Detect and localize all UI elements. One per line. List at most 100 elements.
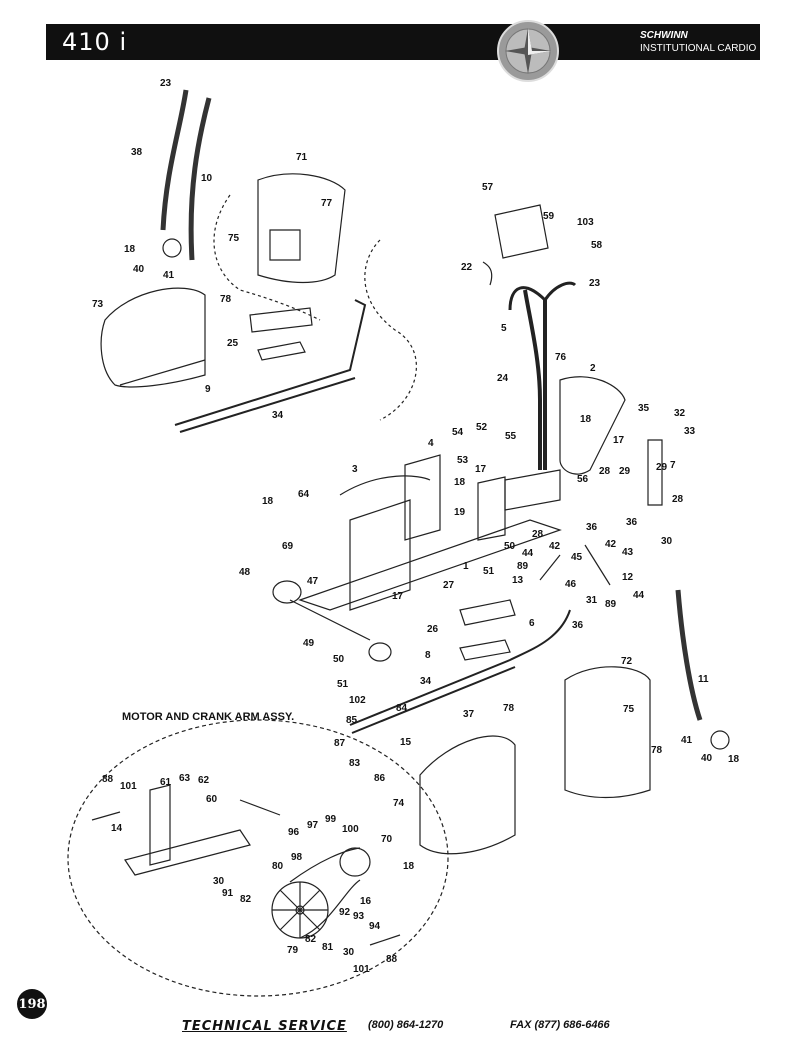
part-callout-18: 18 [403, 861, 415, 872]
brand-block: SCHWINN INSTITUTIONAL CARDIO [640, 29, 756, 55]
part-callout-78: 78 [220, 294, 232, 305]
part-callout-17: 17 [613, 435, 625, 446]
part-callout-71: 71 [296, 152, 308, 163]
part-callout-74: 74 [393, 798, 405, 809]
part-callout-88: 88 [386, 954, 398, 965]
part-callout-36: 36 [626, 517, 638, 528]
handlebar-left-10 [188, 97, 212, 261]
part-callout-79: 79 [287, 945, 299, 956]
part-callout-77: 77 [321, 198, 333, 209]
rail-3 [339, 475, 431, 496]
part-callout-9: 9 [205, 384, 211, 395]
part-callout-18: 18 [124, 244, 136, 255]
part-callout-92: 92 [339, 907, 351, 918]
part-callout-78: 78 [651, 745, 663, 756]
part-callout-4: 4 [428, 438, 434, 449]
part-callout-8: 8 [425, 650, 431, 661]
pedal-26 [459, 599, 516, 626]
part-callout-91: 91 [222, 888, 234, 899]
part-callout-82: 82 [240, 894, 252, 905]
part-callout-38: 38 [131, 147, 143, 158]
part-callout-36: 36 [572, 620, 584, 631]
part-callout-97: 97 [307, 820, 319, 831]
footer-service-label: TECHNICAL SERVICE [182, 1019, 347, 1034]
part-callout-25: 25 [227, 338, 239, 349]
stem-5 [523, 289, 542, 470]
part-callout-75: 75 [228, 233, 240, 244]
footer-phone: (800) 864-1270 [368, 1019, 444, 1031]
part-callout-76: 76 [555, 352, 567, 363]
part-callout-64: 64 [298, 489, 310, 500]
part-callout-28: 28 [532, 529, 544, 540]
part-callout-36: 36 [586, 522, 598, 533]
part-callout-18: 18 [454, 477, 466, 488]
handlebar-left-38 [160, 89, 189, 231]
part-callout-62: 62 [198, 775, 210, 786]
part-callout-3: 3 [352, 464, 358, 475]
part-callout-56: 56 [577, 474, 589, 485]
pedal-25 [249, 307, 313, 333]
brand-division: INSTITUTIONAL CARDIO [640, 43, 757, 54]
brand-name: SCHWINN [640, 30, 688, 41]
part-callout-17: 17 [475, 464, 487, 475]
part-callout-16: 16 [360, 896, 372, 907]
part-callout-43: 43 [622, 547, 634, 558]
part-callout-22: 22 [461, 262, 473, 273]
header-bar [46, 24, 760, 60]
part-callout-45: 45 [571, 552, 583, 563]
part-callout-78: 78 [503, 703, 515, 714]
part-callout-101: 101 [353, 964, 370, 975]
part-callout-81: 81 [322, 942, 334, 953]
part-callout-100: 100 [342, 824, 359, 835]
part-callout-6: 6 [529, 618, 535, 629]
cover-72 [564, 666, 651, 799]
part-callout-18: 18 [580, 414, 592, 425]
arm-9 [174, 299, 367, 426]
arm-6 [349, 609, 571, 726]
part-callout-23: 23 [589, 278, 601, 289]
part-callout-7: 7 [670, 460, 676, 471]
part-callout-94: 94 [369, 921, 381, 932]
footer-fax: FAX (877) 686-6466 [510, 1019, 610, 1031]
part-callout-40: 40 [701, 753, 713, 764]
part-callout-40: 40 [133, 264, 145, 275]
part-callout-26: 26 [427, 624, 439, 635]
part-callout-42: 42 [605, 539, 617, 550]
part-callout-1: 1 [463, 561, 469, 572]
roller-48 [272, 580, 302, 604]
base-frame-1 [298, 519, 562, 611]
part-callout-27: 27 [443, 580, 455, 591]
part-callout-50: 50 [333, 654, 345, 665]
part-callout-2: 2 [590, 363, 596, 374]
part-callout-13: 13 [512, 575, 524, 586]
part-callout-30: 30 [213, 876, 225, 887]
part-callout-34: 34 [420, 676, 432, 687]
part-callout-60: 60 [206, 794, 218, 805]
part-callout-34: 34 [272, 410, 284, 421]
console-57 [494, 204, 549, 259]
section-title: MOTOR AND CRANK ARM ASSY. [122, 711, 295, 723]
part-callout-23: 23 [160, 78, 172, 89]
part-callout-37: 37 [463, 709, 475, 720]
part-callout-58: 58 [591, 240, 603, 251]
cover-73 [100, 287, 206, 388]
part-callout-30: 30 [343, 947, 355, 958]
part-callout-29: 29 [656, 462, 668, 473]
frame-2 [559, 376, 626, 475]
part-callout-18: 18 [262, 496, 274, 507]
part-callout-51: 51 [483, 566, 495, 577]
part-callout-98: 98 [291, 852, 303, 863]
part-callout-93: 93 [353, 911, 365, 922]
part-callout-14: 14 [111, 823, 123, 834]
part-callout-28: 28 [599, 466, 611, 477]
model-title: 410 i [62, 28, 128, 56]
part-callout-33: 33 [684, 426, 696, 437]
part-callout-30: 30 [661, 536, 673, 547]
upright-4 [404, 454, 441, 541]
part-callout-80: 80 [272, 861, 284, 872]
part-callout-99: 99 [325, 814, 337, 825]
part-callout-82: 82 [305, 934, 317, 945]
part-callout-96: 96 [288, 827, 300, 838]
part-callout-88: 88 [102, 774, 114, 785]
